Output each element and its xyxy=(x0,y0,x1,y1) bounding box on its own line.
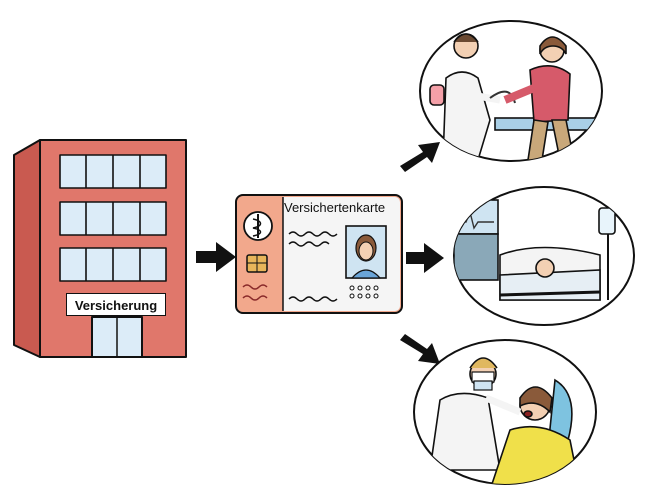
dentist-icon xyxy=(413,339,597,485)
insurance-card xyxy=(235,194,403,314)
insurance-building xyxy=(13,139,187,358)
arrow-up-right-icon xyxy=(400,142,440,172)
arrows xyxy=(196,142,444,364)
arrow-right-icon xyxy=(196,242,236,272)
card-title: Versichertenkarte xyxy=(284,200,386,215)
card-dots xyxy=(349,285,379,299)
doctor-checkup-icon xyxy=(419,20,603,162)
insurance-label: Versicherung xyxy=(66,293,166,316)
building-side-wall xyxy=(13,139,41,358)
arrow-right-icon xyxy=(406,243,444,273)
building-windows xyxy=(59,154,167,282)
hospital-bed-icon xyxy=(453,186,635,326)
arrow-down-right-icon xyxy=(400,334,440,364)
